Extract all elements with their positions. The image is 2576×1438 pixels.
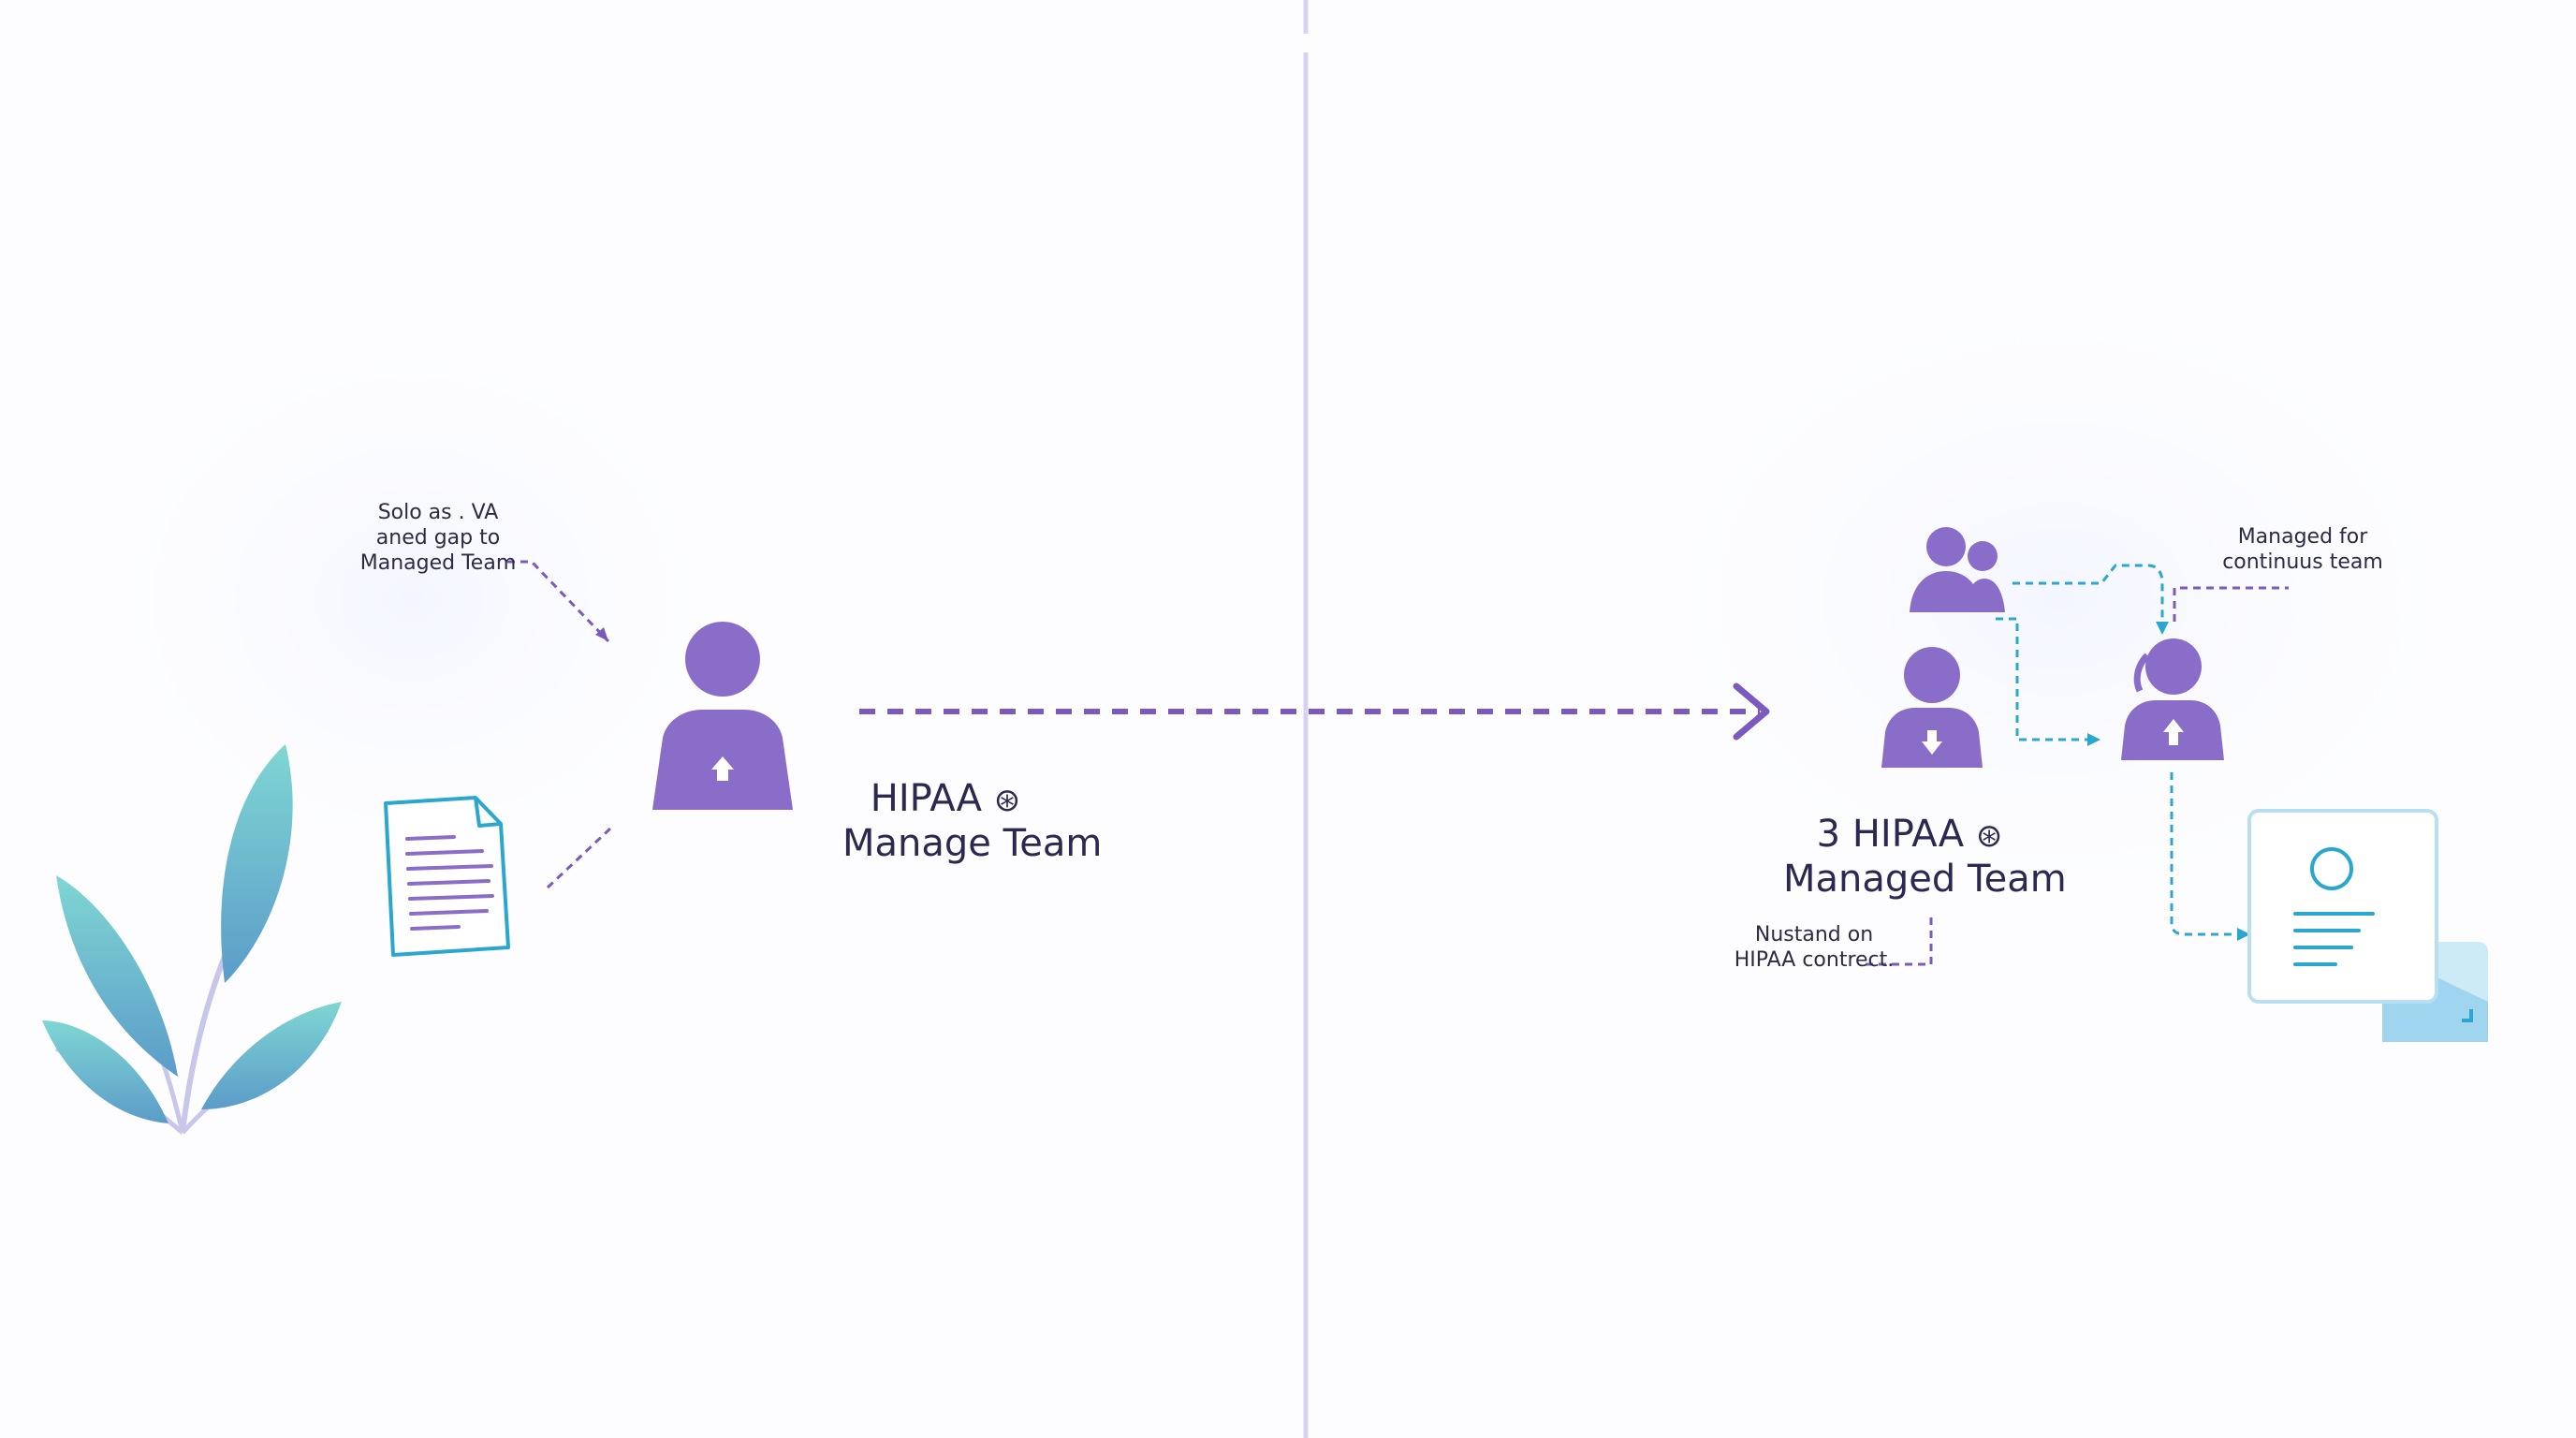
user-download-icon <box>1881 647 1983 768</box>
left-document-connector <box>546 827 612 889</box>
left-annotation-line-2: aned gap to <box>375 526 501 550</box>
right-bottom-annotation: Nustand on HIPAA contrect. <box>1725 922 1903 973</box>
cyan-connectors <box>1996 564 2250 941</box>
left-annotation-arrowhead <box>595 627 608 641</box>
gear-badge-icon-right: ⊛ <box>1975 817 2003 855</box>
right-top-annotation-line-1: Managed for <box>2237 525 2368 549</box>
left-title: HIPAA ⊛ Manage Team <box>842 777 1103 865</box>
left-title-text: HIPAA <box>870 777 983 820</box>
right-bottom-annotation-line-2: HIPAA contrect. <box>1734 948 1895 972</box>
leaf-lower-left <box>42 1020 168 1123</box>
report-document-icon <box>2247 809 2488 1042</box>
user-upload-icon-right <box>2121 638 2224 760</box>
left-annotation: Solo as . VA aned gap to Managed Team <box>354 500 522 576</box>
right-top-annotation: Managed for continuus team <box>2218 524 2387 575</box>
right-bottom-annotation-connector <box>1863 917 1933 966</box>
leaf-plant-icon <box>42 744 342 1135</box>
left-glow <box>19 262 805 936</box>
right-bottom-annotation-line-1: Nustand on <box>1754 923 1874 946</box>
left-annotation-connector <box>507 560 610 643</box>
leaf-left <box>56 875 178 1077</box>
leaf-lower-right <box>201 1002 342 1109</box>
right-top-annotation-connector <box>2173 586 2289 622</box>
right-title-line-2: Managed Team <box>1783 858 2067 901</box>
arrow-right-icon <box>1733 682 1770 741</box>
left-title-line-1: HIPAA ⊛ <box>842 777 1048 822</box>
right-title: 3 HIPAA ⊛ Managed Team <box>1783 813 2067 901</box>
right-top-annotation-line-2: continuus team <box>2222 550 2383 574</box>
left-annotation-line-3: Managed Team <box>359 551 517 575</box>
leaf-upper-right <box>221 744 293 983</box>
left-title-line-2: Manage Team <box>842 822 1103 865</box>
gear-badge-icon: ⊛ <box>993 782 1021 819</box>
document-icon <box>384 796 510 957</box>
right-glow <box>1535 206 2576 992</box>
right-title-line-1: 3 HIPAA ⊛ <box>1783 813 2036 858</box>
user-upload-icon <box>652 622 793 810</box>
user-group-icon <box>1910 527 2005 612</box>
left-annotation-line-1: Solo as . VA <box>377 501 499 524</box>
right-title-text: 3 HIPAA <box>1816 813 1965 856</box>
